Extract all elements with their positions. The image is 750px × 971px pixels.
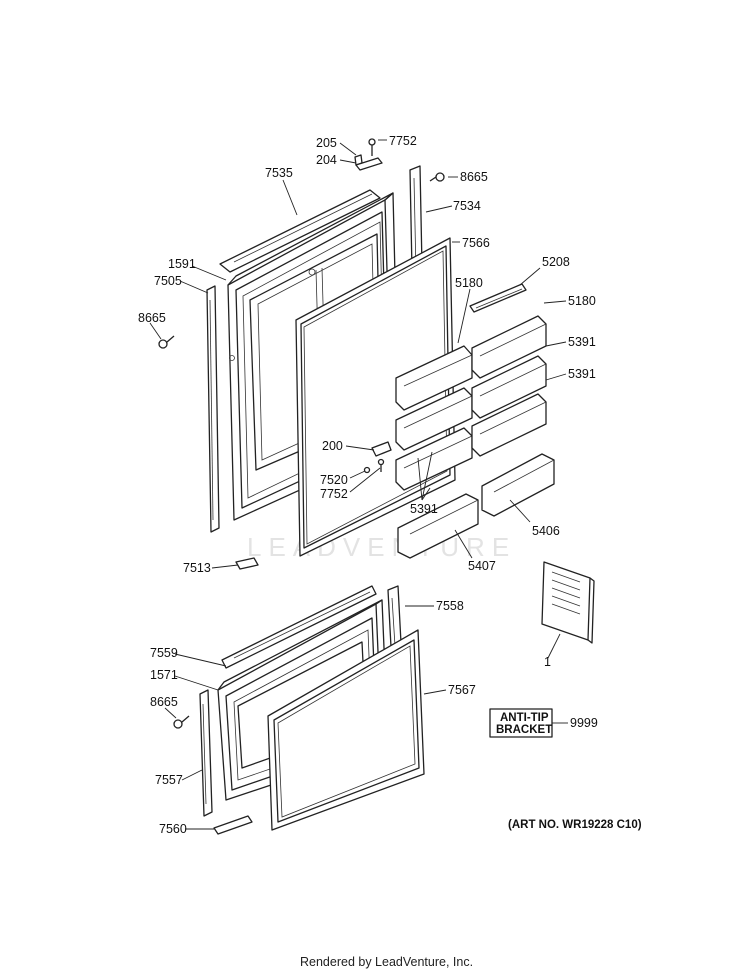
- callout-9999: 9999: [570, 716, 598, 730]
- screw-icon: [158, 335, 175, 349]
- callout-7505: 7505: [154, 274, 182, 288]
- callout-8665-left: 8665: [138, 311, 166, 325]
- callout-7752-mid: 7752: [320, 487, 348, 501]
- shelf-bins: [395, 283, 555, 559]
- callout-200: 200: [322, 439, 343, 453]
- anti-tip-label-line2: BRACKET: [496, 724, 552, 736]
- callout-5391-b: 5391: [568, 367, 596, 381]
- door-pad: [235, 557, 259, 570]
- callout-1571: 1571: [150, 668, 178, 682]
- callout-7513: 7513: [183, 561, 211, 575]
- callout-5391-a: 5391: [568, 335, 596, 349]
- callout-7567: 7567: [448, 683, 476, 697]
- callout-7520: 7520: [320, 473, 348, 487]
- callout-1: 1: [544, 655, 551, 669]
- callout-5180-b: 5180: [568, 294, 596, 308]
- callout-7566: 7566: [462, 236, 490, 250]
- callout-5208: 5208: [542, 255, 570, 269]
- anti-tip-bracket-box: ANTI-TIP BRACKET 9999: [489, 708, 598, 738]
- door-side-trim-left: [206, 285, 220, 533]
- callout-5391-c: 5391: [410, 502, 438, 516]
- art-number: (ART NO. WR19228 C10): [508, 819, 642, 831]
- callout-8665-bottom: 8665: [150, 695, 178, 709]
- freezer-door-gasket: [267, 629, 425, 831]
- callout-5180-a: 5180: [455, 276, 483, 290]
- freezer-door-bottom-cap: [213, 815, 253, 835]
- callout-labels: 205 7752 204 8665 7535 7534 7566 1591 75…: [138, 134, 596, 836]
- door-top-cap: [219, 189, 381, 273]
- callout-7752-top: 7752: [389, 134, 417, 148]
- screw-icon: [429, 172, 445, 182]
- callout-7557: 7557: [155, 773, 183, 787]
- top-hinge-hardware: [354, 138, 383, 171]
- footer-credit: Rendered by LeadVenture, Inc.: [300, 955, 473, 969]
- callout-7558: 7558: [436, 599, 464, 613]
- callout-7560: 7560: [159, 822, 187, 836]
- leader-lines: [149, 139, 567, 830]
- callout-8665-top: 8665: [460, 170, 488, 184]
- lower-hinge-hardware: [363, 441, 392, 474]
- anti-tip-label-line1: ANTI-TIP: [500, 712, 549, 724]
- owners-manual: [541, 561, 595, 644]
- screw-icon: [173, 715, 190, 729]
- callout-7535: 7535: [265, 166, 293, 180]
- callout-5406: 5406: [532, 524, 560, 538]
- freezer-side-trim-left: [199, 689, 213, 817]
- callout-7559: 7559: [150, 646, 178, 660]
- callout-205: 205: [316, 136, 337, 150]
- watermark: LEADVENTURE: [247, 532, 516, 562]
- callout-5407: 5407: [468, 559, 496, 573]
- callout-1591: 1591: [168, 257, 196, 271]
- callout-7534: 7534: [453, 199, 481, 213]
- callout-204: 204: [316, 153, 337, 167]
